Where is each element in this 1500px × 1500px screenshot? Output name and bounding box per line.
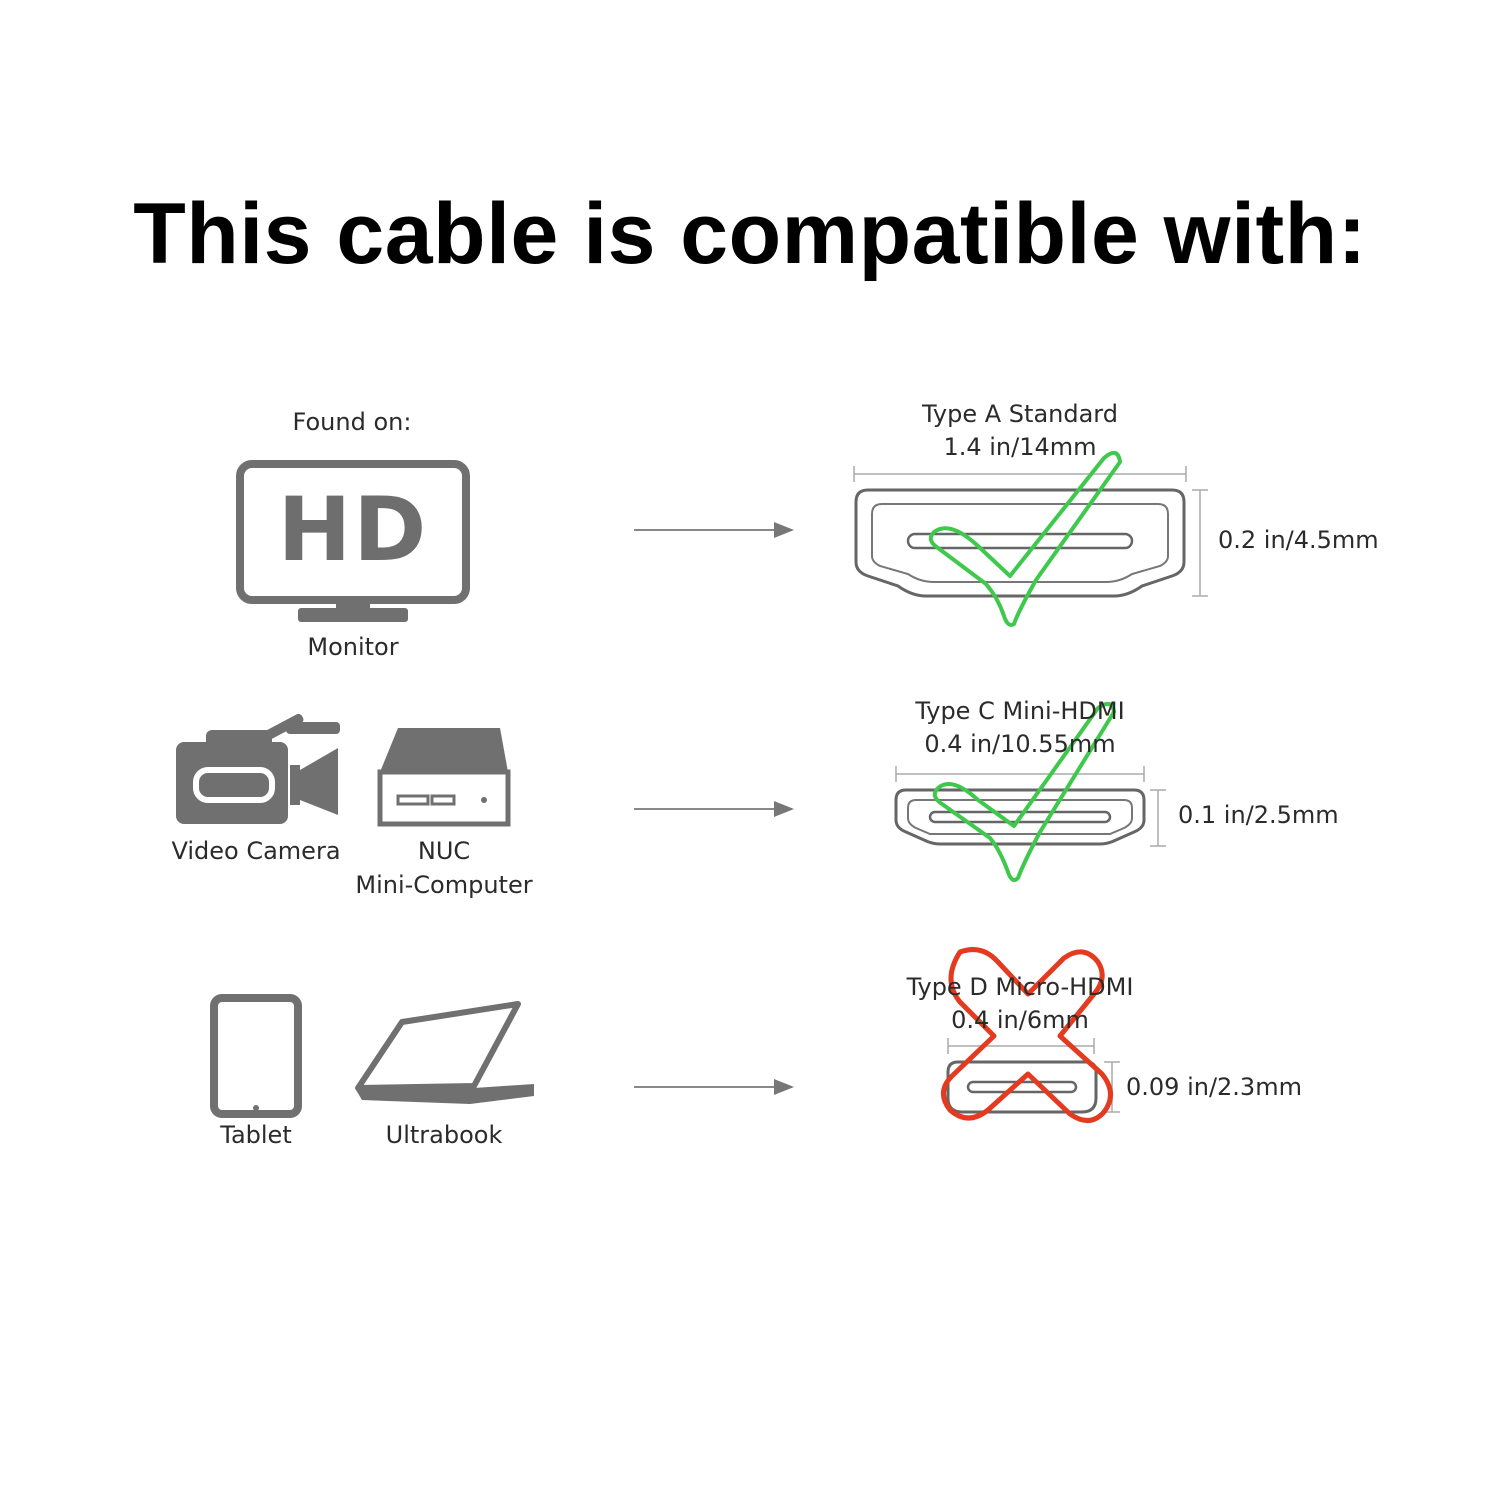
nuc-icon (377, 728, 511, 827)
type-c-width: 0.4 in/10.55mm (924, 730, 1116, 758)
nuc-label: NUC (417, 837, 471, 865)
monitor-label: Monitor (307, 633, 399, 661)
hd-screen-text: HD (277, 478, 429, 581)
type-a-connector-drawing (853, 466, 1208, 598)
check-mark-icon-type-a (928, 450, 1122, 627)
type-d-connector-drawing (946, 1038, 1120, 1114)
check-mark-icon-type-c (932, 701, 1116, 882)
type-d-name: Type D Micro-HDMI (906, 973, 1134, 1001)
type-c-height: 0.1 in/2.5mm (1178, 801, 1339, 829)
page-title: This cable is compatible with: (133, 186, 1367, 282)
type-c-connector-drawing (894, 766, 1166, 847)
video-camera-label: Video Camera (171, 837, 341, 865)
nuc-sublabel: Mini-Computer (355, 871, 533, 899)
ultrabook-label: Ultrabook (385, 1121, 503, 1149)
video-camera-icon (176, 713, 340, 824)
type-d-width: 0.4 in/6mm (951, 1006, 1089, 1034)
cross-mark-icon-type-d (941, 947, 1113, 1123)
tablet-icon (210, 994, 302, 1118)
monitor-icon (236, 460, 470, 622)
tablet-label: Tablet (220, 1121, 292, 1149)
type-d-height: 0.09 in/2.3mm (1126, 1073, 1302, 1101)
type-a-width: 1.4 in/14mm (943, 433, 1097, 461)
type-a-height: 0.2 in/4.5mm (1218, 526, 1379, 554)
ultrabook-icon (355, 1001, 534, 1104)
type-c-name: Type C Mini-HDMI (915, 697, 1125, 725)
found-on-label: Found on: (292, 408, 412, 436)
type-a-name: Type A Standard (922, 400, 1118, 428)
